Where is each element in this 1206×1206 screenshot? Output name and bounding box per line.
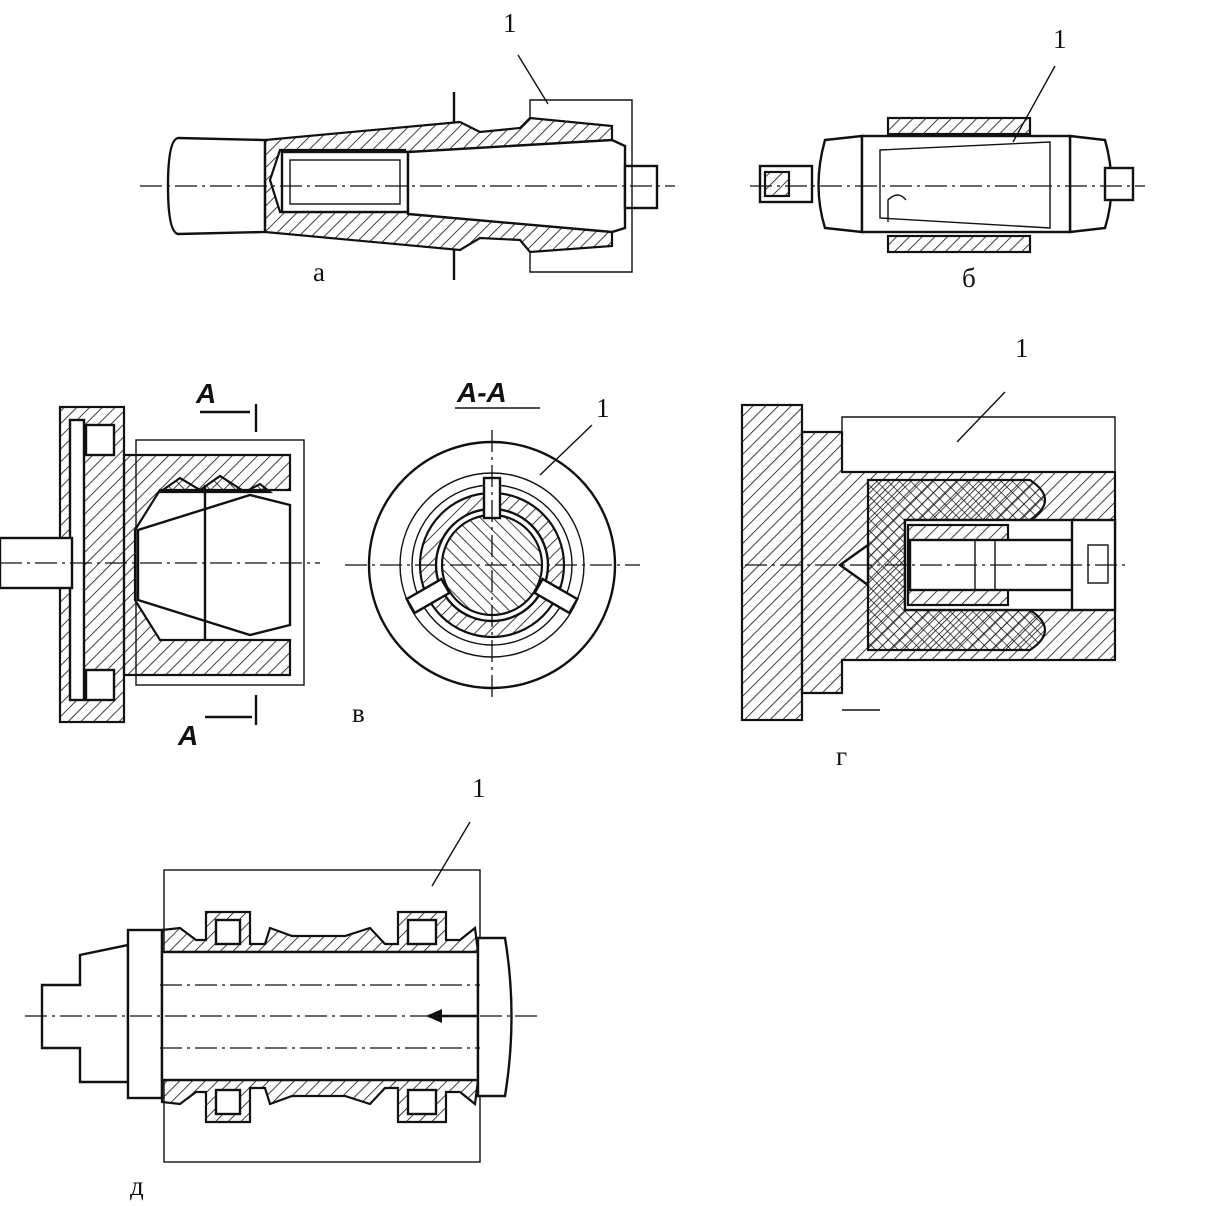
stub-section <box>763 170 791 198</box>
workpiece-outline <box>841 416 1116 472</box>
collet-sleeve <box>406 138 627 234</box>
workpiece-bottom-section <box>886 234 1032 254</box>
leader-line-g <box>956 391 1006 443</box>
radial-pin-right <box>533 577 579 615</box>
callout-number: 1 <box>1053 24 1067 54</box>
view-caption: б <box>962 263 976 293</box>
pin-hook <box>887 194 907 222</box>
view-caption: а <box>313 257 325 287</box>
machine-frame <box>740 403 804 722</box>
section-title: А-А <box>456 377 507 408</box>
leader-line-b <box>1012 65 1056 143</box>
faceplate-bolt-top <box>84 423 116 457</box>
leader-line-a <box>517 54 549 105</box>
mandrel-end-cap <box>476 936 513 1098</box>
cavity-right-bottom <box>406 1088 438 1116</box>
right-stub <box>1103 166 1135 202</box>
collet-teeth <box>156 474 274 494</box>
mandrel-screw <box>289 159 401 205</box>
screw-head-socket <box>1087 544 1109 584</box>
workpiece-top-section <box>886 116 1032 136</box>
leader-line-d <box>431 821 471 887</box>
view-a: 1 а <box>140 8 675 287</box>
cavity-left-top <box>214 918 242 946</box>
mandrel-shaft <box>860 134 1072 234</box>
collet-taper <box>879 141 1051 229</box>
workpiece-outline <box>529 99 633 273</box>
view-g: 1 г <box>740 333 1125 771</box>
mandrel-tip <box>623 164 659 210</box>
arrow-head <box>426 1009 442 1023</box>
cavity-left-bottom <box>214 1088 242 1116</box>
leader-line-v <box>539 424 593 476</box>
view-caption: в <box>352 698 365 728</box>
view-b: 1 б <box>750 24 1145 293</box>
view-caption: д <box>130 1171 144 1201</box>
adapter-body <box>122 453 292 677</box>
left-nut <box>817 134 864 234</box>
view-v: А А в <box>0 378 365 751</box>
spindle-shaft <box>40 943 130 1084</box>
callout-number: 1 <box>596 393 610 423</box>
workpiece-outline <box>135 439 305 686</box>
callout-number: 1 <box>1015 333 1029 363</box>
collet <box>136 493 292 637</box>
callout-number: 1 <box>503 8 517 38</box>
mandrel-flange <box>126 928 164 1100</box>
cavity-right-top <box>406 918 438 946</box>
faceplate-bolt-bottom <box>84 668 116 702</box>
view-caption: г <box>836 741 847 771</box>
radial-pin-left <box>405 577 451 615</box>
section-mark-top: А <box>195 378 216 409</box>
view-d: 1 д <box>25 773 540 1201</box>
callout-number: 1 <box>472 773 486 803</box>
mandrel-inner-bore <box>280 150 410 214</box>
view-v-section: А-А 1 <box>345 377 640 700</box>
section-mark-bottom: А <box>177 720 198 751</box>
